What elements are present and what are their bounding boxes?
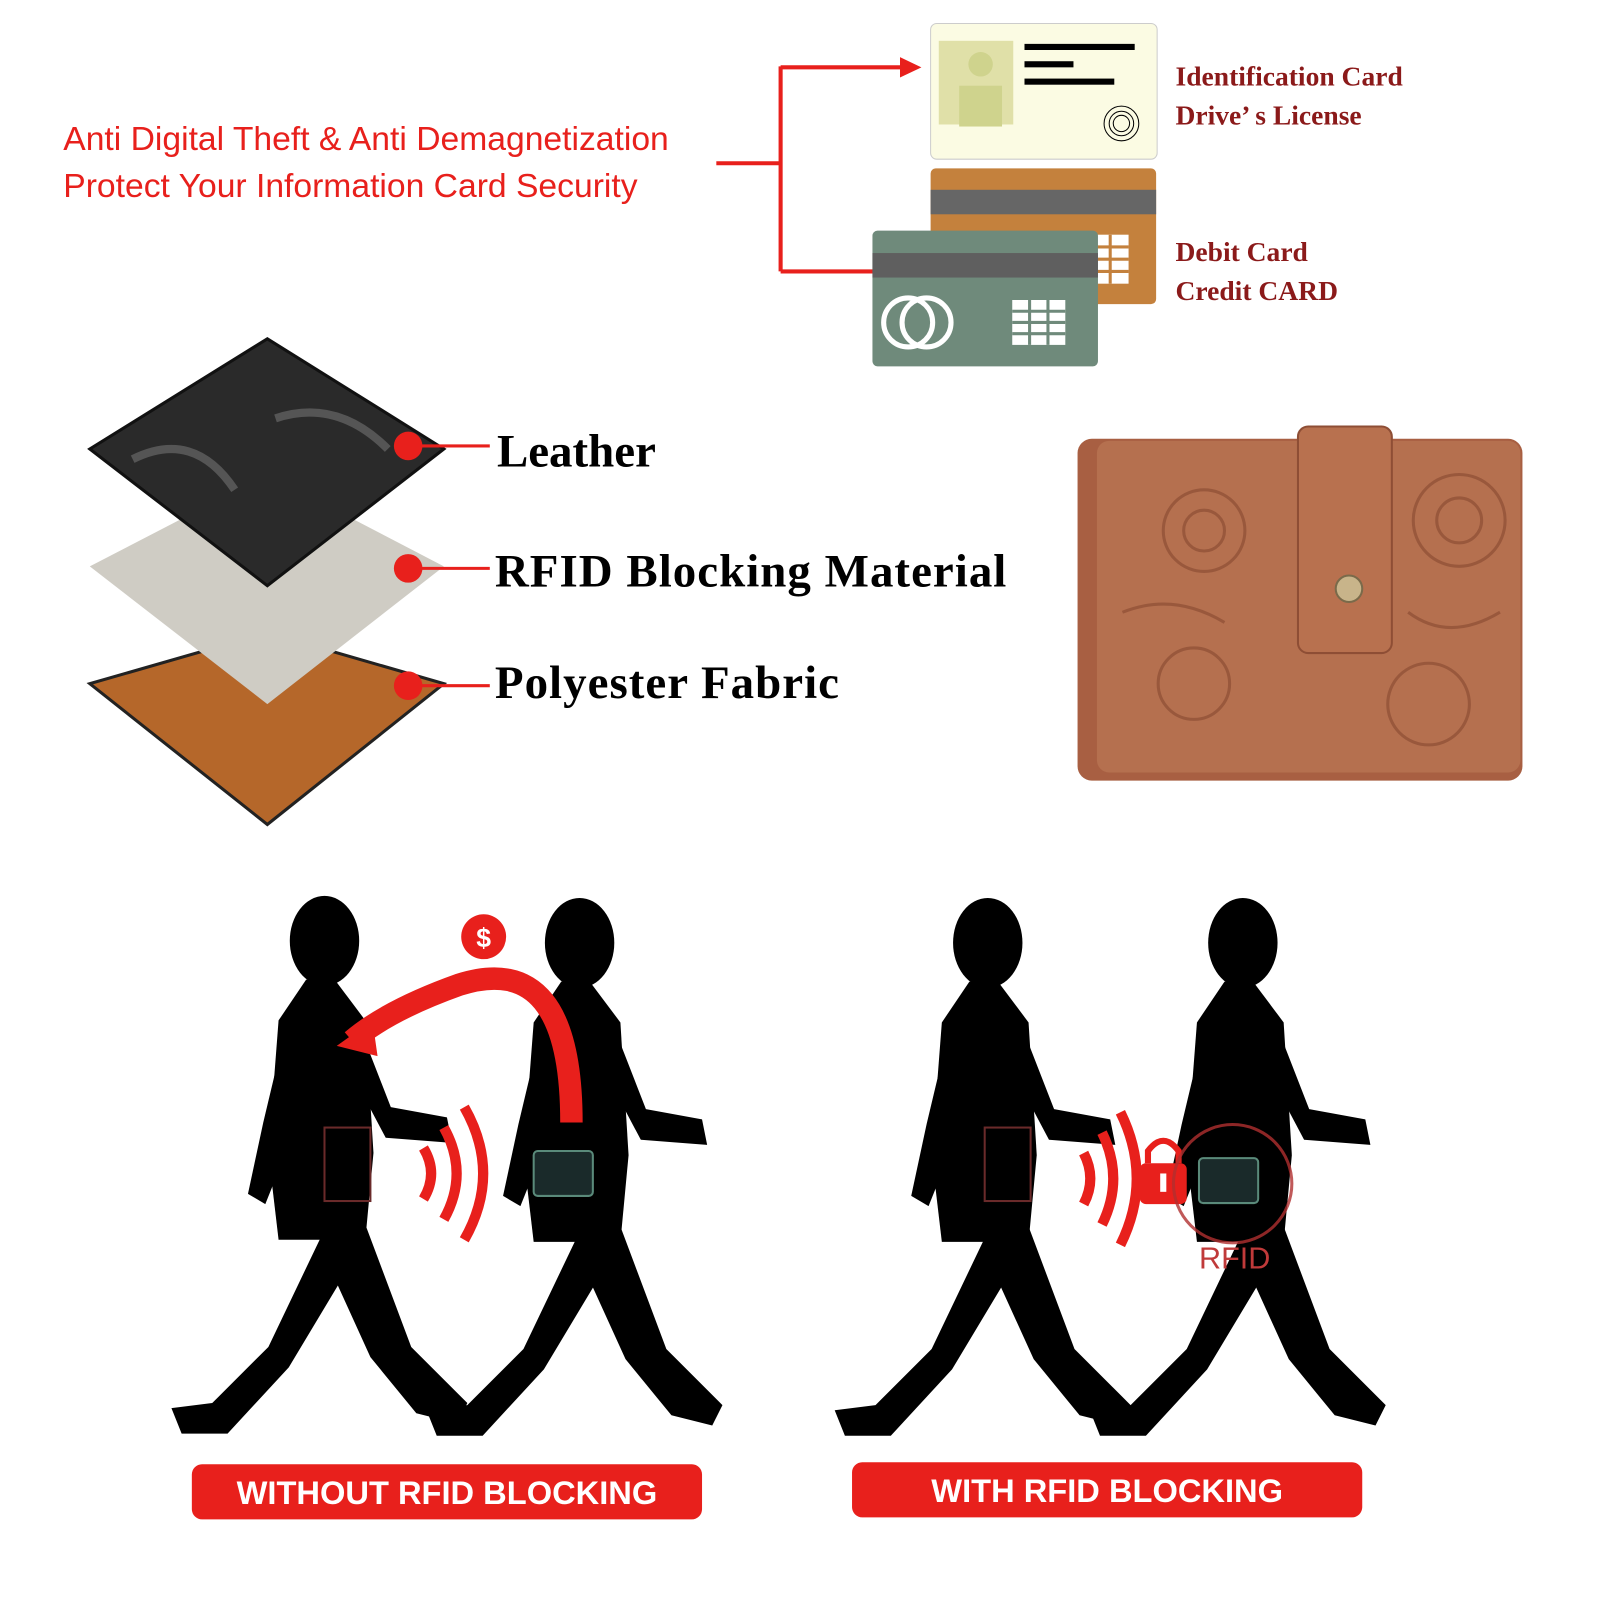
scene-with-rfid: RFID <box>834 897 1386 1436</box>
money-bag-icon <box>461 914 507 960</box>
arrow-head-icon <box>336 1020 378 1057</box>
headline-line-2: Protect Your Information Card Security <box>63 168 637 205</box>
scene-without-rfid: $ <box>171 895 723 1436</box>
wallet-icon <box>532 1150 594 1197</box>
money-symbol: $ <box>476 923 491 953</box>
wallet-icon <box>1197 1157 1260 1205</box>
without-rfid-badge <box>191 1464 703 1520</box>
signal-waves-icon <box>1079 1109 1142 1248</box>
bracket-arrows <box>716 65 904 274</box>
layer-label-leather: Leather <box>497 425 656 477</box>
rfid-shield-circle <box>1171 1122 1294 1245</box>
credit-card-icon <box>872 230 1098 367</box>
drivers-license-label: Drive’ s License <box>1176 99 1362 130</box>
theft-arrow <box>344 967 583 1123</box>
with-rfid-badge <box>852 1462 1363 1518</box>
headline-line-1: Anti Digital Theft & Anti Demagnetizatio… <box>63 121 669 158</box>
padlock-icon <box>1139 1137 1187 1205</box>
pointer-dot <box>393 431 423 461</box>
pointer-dot <box>393 554 423 583</box>
credit-card-label: Credit CARD <box>1176 275 1338 306</box>
debit-card-label: Debit Card <box>1176 236 1309 267</box>
with-rfid-label: WITH RFID BLOCKING <box>931 1472 1283 1509</box>
id-card-icon <box>930 22 1158 160</box>
pointer-dot <box>393 671 423 700</box>
card-reader-icon <box>323 1126 372 1203</box>
id-card-label: Identification Card <box>1176 61 1404 92</box>
card-reader-icon <box>983 1126 1032 1203</box>
rfid-blocking-layer <box>89 474 444 705</box>
rfid-text: RFID <box>1199 1241 1270 1275</box>
layer-label-rfid: RFID Blocking Material <box>495 546 1007 598</box>
layer-label-polyester: Polyester Fabric <box>495 657 840 709</box>
wallet-image <box>1077 425 1523 781</box>
person-silhouette <box>171 895 468 1434</box>
leather-layer <box>87 336 447 588</box>
without-rfid-label: WITHOUT RFID BLOCKING <box>237 1474 658 1511</box>
arrow-head-icon <box>900 57 922 78</box>
signal-waves-icon <box>418 1104 489 1243</box>
snap-button-icon <box>1334 574 1364 604</box>
polyester-fabric-layer <box>86 631 448 827</box>
